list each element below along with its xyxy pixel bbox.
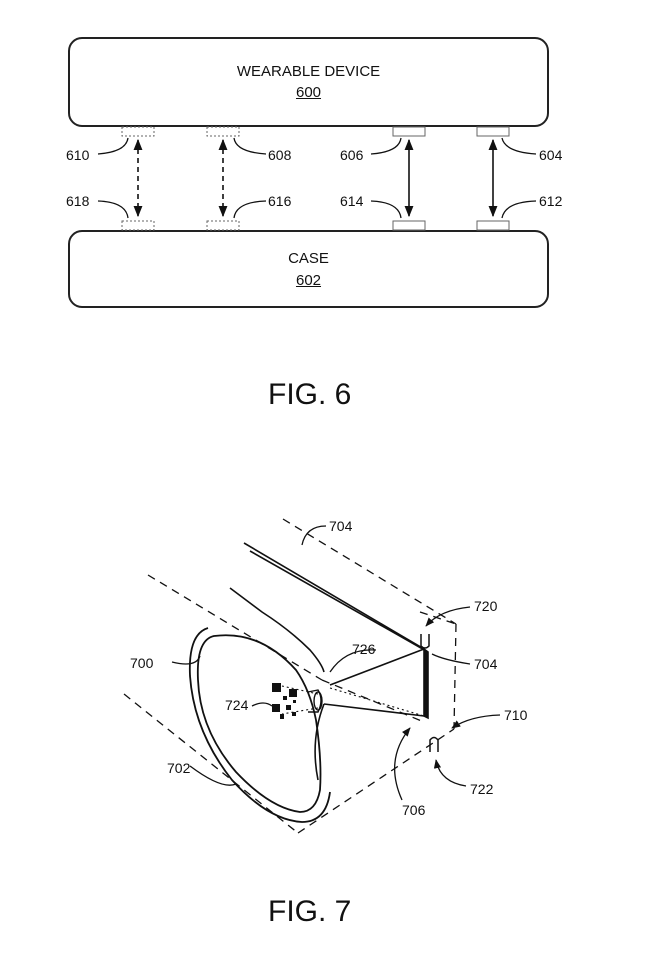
wearable-device-title: WEARABLE DEVICE: [236, 63, 381, 80]
label-608: 608: [268, 147, 292, 163]
case-title: CASE: [288, 250, 329, 267]
label-724: 724: [225, 697, 249, 713]
pad-612: [476, 220, 510, 231]
label-612: 612: [539, 193, 563, 209]
pad-618: [121, 220, 155, 231]
label-706: 706: [402, 802, 426, 818]
pad-604: [476, 126, 510, 137]
eyewear-arm: [229, 542, 429, 781]
wearable-device-box: WEARABLE DEVICE 600: [68, 37, 549, 127]
label-700: 700: [130, 655, 154, 671]
label-606: 606: [340, 147, 364, 163]
wearable-device-ref: 600: [295, 84, 322, 101]
label-604: 604: [539, 147, 563, 163]
label-710: 710: [504, 707, 528, 723]
label-618: 618: [66, 193, 90, 209]
label-720: 720: [474, 598, 498, 614]
case-box: CASE 602: [68, 230, 549, 308]
wearable-contact-pads: [121, 126, 510, 137]
camera-view-lines: [281, 685, 425, 717]
case-outline-dashed: [123, 518, 457, 834]
label-726: 726: [352, 641, 376, 657]
qr-code-marker: [272, 683, 297, 719]
label-616: 616: [268, 193, 292, 209]
label-614: 614: [340, 193, 364, 209]
label-704-end: 704: [474, 656, 498, 672]
pad-616: [206, 220, 240, 231]
label-722: 722: [470, 781, 494, 797]
fig7-drawing: [123, 518, 501, 834]
label-702: 702: [167, 760, 191, 776]
case-contact-pads: [121, 220, 510, 231]
camera-lens: [307, 689, 323, 713]
fig7-caption: FIG. 7: [268, 895, 352, 928]
eyewear-lens: [188, 627, 331, 823]
label-704-arm: 704: [329, 518, 353, 534]
fig6-leaders: [97, 137, 537, 219]
alignment-notch-720: [420, 634, 430, 649]
pad-608: [206, 126, 240, 137]
pad-606: [392, 126, 426, 137]
alignment-notch-722: [429, 736, 439, 752]
fig6-caption: FIG. 6: [268, 378, 352, 411]
label-610: 610: [66, 147, 90, 163]
fig7-leaders: [171, 525, 501, 801]
pad-610: [121, 126, 155, 137]
pad-614: [392, 220, 426, 231]
case-ref: 602: [295, 272, 322, 289]
